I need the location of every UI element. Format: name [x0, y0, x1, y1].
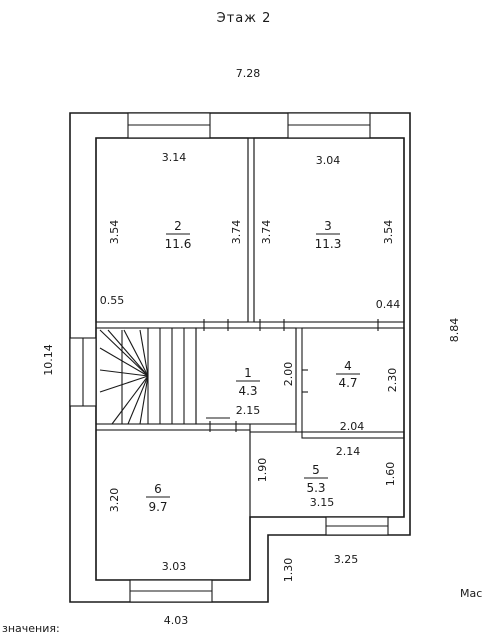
dim-room5-right: 1.60	[384, 462, 397, 487]
room-number: 6	[154, 482, 162, 496]
room-label-2: 2 11.6	[165, 219, 192, 251]
dim-room3-left: 3.74	[260, 220, 273, 245]
dim-room6-left: 3.20	[108, 488, 121, 513]
room-label-4: 4 4.7	[336, 359, 360, 390]
dim-hall-height: 2.00	[282, 362, 295, 387]
dim-room3-top: 3.04	[316, 154, 341, 167]
dim-room2-left: 3.54	[108, 220, 121, 245]
room-6	[95, 429, 251, 581]
dim-room2-right: 3.74	[230, 220, 243, 245]
room-number: 3	[324, 219, 332, 233]
dim-step-height: 1.30	[282, 558, 295, 583]
dim-room5-bottom: 3.15	[310, 496, 335, 509]
room-number: 5	[312, 463, 320, 477]
dim-hall-bottom: 2.15	[236, 404, 261, 417]
room-area: 5.3	[306, 481, 325, 495]
dim-room3-bottom-right: 0.44	[376, 298, 401, 311]
dim-room3-right: 3.54	[382, 220, 395, 245]
room-number: 1	[244, 366, 252, 380]
room-label-5: 5 5.3	[304, 463, 328, 495]
room-label-3: 3 11.3	[315, 219, 342, 251]
dim-room4-right: 2.30	[386, 368, 399, 393]
room-area: 9.7	[148, 500, 167, 514]
dim-room2-bottom-left: 0.55	[100, 294, 125, 307]
room-area: 11.6	[165, 237, 192, 251]
room-area: 4.7	[338, 376, 357, 390]
dim-bottom-left: 4.03	[164, 614, 189, 627]
room-4	[301, 327, 405, 439]
dim-right-total: 8.84	[448, 318, 461, 343]
edge-text-bottom-left: значения:	[2, 622, 60, 634]
room-label-6: 6 9.7	[146, 482, 170, 514]
dim-room5-left: 1.90	[256, 458, 269, 483]
room-number: 2	[174, 219, 182, 233]
plan-title: Этаж 2	[217, 11, 272, 26]
room-area: 11.3	[315, 237, 342, 251]
dim-top-total: 7.28	[236, 67, 261, 80]
edge-text-right: Мас	[460, 587, 482, 600]
room-area: 4.3	[238, 384, 257, 398]
outer-wall	[69, 112, 411, 603]
dim-room4-bottom: 2.04	[340, 420, 365, 433]
room-number: 4	[344, 359, 352, 373]
dim-room5-top: 2.14	[336, 445, 361, 458]
dim-room6-bottom: 3.03	[162, 560, 187, 573]
room-label-1: 1 4.3	[236, 366, 260, 398]
dim-room2-top: 3.14	[162, 151, 187, 164]
dim-step-right: 3.25	[334, 553, 359, 566]
dim-left-total: 10.14	[42, 344, 55, 376]
